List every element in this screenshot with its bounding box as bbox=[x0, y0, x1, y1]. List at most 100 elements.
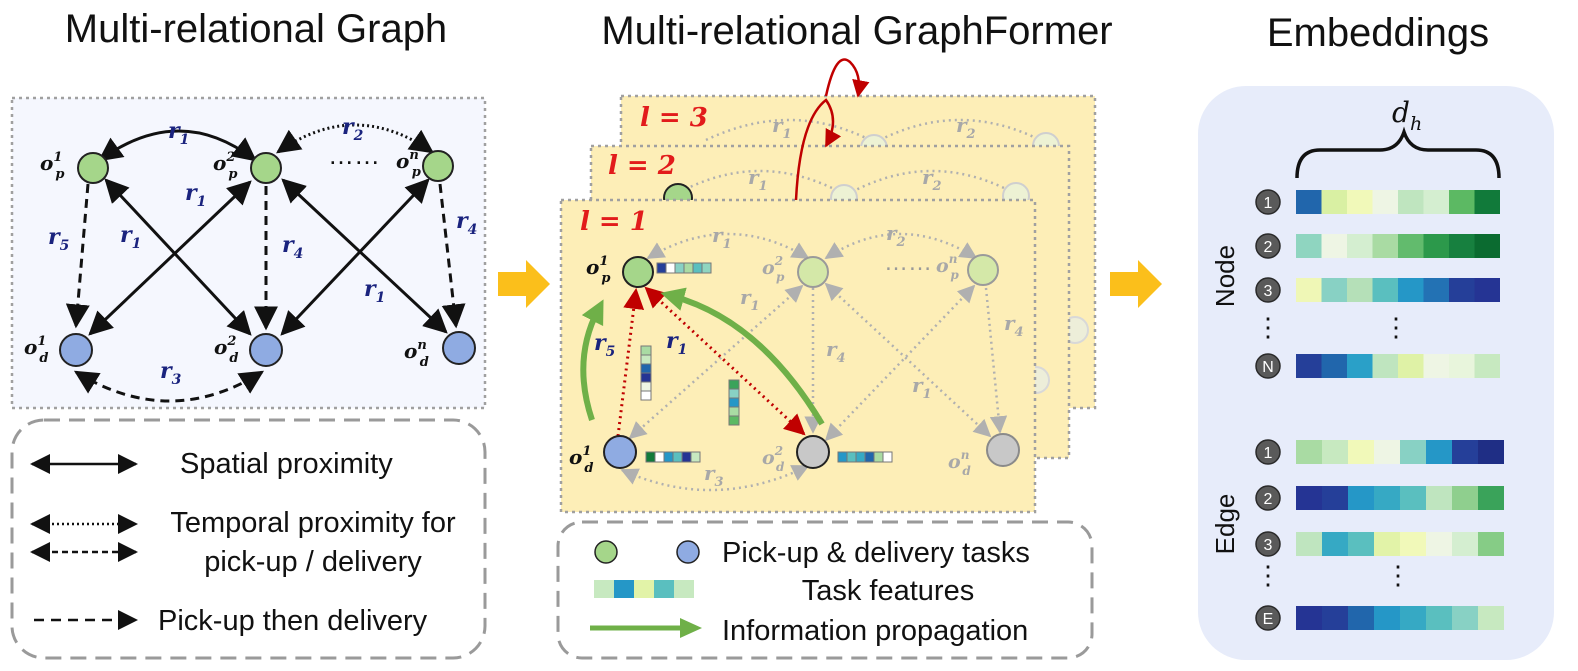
node-embedding-cell bbox=[1449, 190, 1475, 214]
layer-1-node-dn bbox=[986, 433, 1020, 467]
edge-embedding-row: 3 bbox=[1255, 531, 1504, 557]
node-embedding-index-label: N bbox=[1262, 359, 1274, 376]
relation-label-r5: r5 bbox=[48, 224, 69, 254]
node-embedding-cell bbox=[1474, 354, 1500, 378]
edge-r1-p2-p1 bbox=[98, 129, 257, 162]
node-embedding-cell bbox=[1347, 190, 1373, 214]
layer-1-node-d1 bbox=[603, 435, 637, 469]
node-embedding-cell bbox=[1372, 234, 1398, 258]
node-embedding-cell bbox=[1296, 190, 1322, 214]
node-embedding-index-label: 2 bbox=[1264, 239, 1273, 256]
node-embedding-cell bbox=[1321, 190, 1347, 214]
edge-embedding-cell bbox=[1322, 532, 1348, 556]
node-embedding-row: 2 bbox=[1255, 233, 1500, 259]
layer-1-card: l = 1 o1p o2p onp o1d o2d ond …… r1 r2 r… bbox=[559, 198, 1037, 514]
layer-3-relation-r2: r2 bbox=[956, 113, 976, 142]
legend-tasks-label: Pick-up & delivery tasks bbox=[722, 537, 1030, 569]
edge-row-vdots: ⋮ bbox=[1385, 560, 1411, 590]
node-embedding-cell bbox=[1398, 278, 1424, 302]
edge-embedding-index-label: 3 bbox=[1264, 537, 1273, 554]
node-embedding-cell bbox=[1449, 278, 1475, 302]
edge-embedding-cell bbox=[1374, 486, 1400, 510]
layer-1-edge-r1-top bbox=[646, 232, 810, 260]
propagation-arrow-right bbox=[660, 287, 825, 426]
edge-embedding-cell bbox=[1478, 486, 1504, 510]
node-embedding-cell bbox=[1423, 190, 1449, 214]
edge-embedding-cell bbox=[1348, 440, 1374, 464]
node-embedding-row: 3 bbox=[1255, 277, 1500, 303]
graphformer-panel: r1 r2 l = 3 r1 r2 l = 2 bbox=[559, 58, 1097, 514]
node-embedding-row: 1 bbox=[1255, 189, 1500, 215]
layer-1-edge-r2-top bbox=[824, 232, 978, 260]
edge-embedding-cell bbox=[1426, 486, 1452, 510]
legend-temporal-label-1: Temporal proximity for bbox=[170, 507, 456, 539]
relation-label-r1-right: r1 bbox=[364, 276, 385, 306]
edge-embedding-cell bbox=[1296, 486, 1322, 510]
node-embedding-cell bbox=[1296, 234, 1322, 258]
layer-2-relation-r2: r2 bbox=[922, 165, 942, 194]
node-embedding-rows: 1 2 3N bbox=[1255, 189, 1500, 379]
feature-vector-d2 bbox=[837, 451, 893, 463]
edge-embedding-row: 2 bbox=[1255, 485, 1504, 511]
node-embedding-cell bbox=[1372, 354, 1398, 378]
edge-embedding-row: 1 bbox=[1255, 439, 1504, 465]
edge-embedding-cell bbox=[1452, 440, 1478, 464]
edge-embedding-cell bbox=[1322, 486, 1348, 510]
node-row-vdots: ⋮ bbox=[1383, 312, 1409, 342]
relation-label-r1-left: r1 bbox=[120, 222, 141, 252]
embedding-dimension-label: dh bbox=[1392, 96, 1422, 135]
edge-embedding-cell bbox=[1426, 606, 1452, 630]
relation-label-r3: r3 bbox=[160, 358, 182, 388]
propagation-arrow-left bbox=[580, 299, 604, 421]
layer-1-relation-r1-top: r1 bbox=[712, 223, 732, 252]
edge-r3-d1-d2 bbox=[73, 370, 265, 403]
node-embedding-cell bbox=[1398, 234, 1424, 258]
node-embedding-cell bbox=[1449, 354, 1475, 378]
node-index-vdots: ⋮ bbox=[1255, 312, 1281, 342]
edge-embedding-cell bbox=[1296, 440, 1322, 464]
layer-2-relation-r1: r1 bbox=[748, 165, 768, 194]
node-pickup-1 bbox=[77, 152, 109, 184]
edge-embedding-cell bbox=[1400, 606, 1426, 630]
layer-1-node-pn bbox=[967, 254, 999, 286]
node-embedding-cell bbox=[1296, 278, 1322, 302]
edge-embedding-cell bbox=[1348, 606, 1374, 630]
edge-embedding-index-label: 2 bbox=[1264, 491, 1273, 508]
node-embedding-cell bbox=[1449, 234, 1475, 258]
feature-vector-vertical-1 bbox=[640, 345, 652, 401]
edge-embedding-cell bbox=[1348, 532, 1374, 556]
node-group-label: Node bbox=[1210, 245, 1240, 307]
node-embedding-index-badge bbox=[1255, 233, 1281, 259]
edge-r1-p2-d1 bbox=[88, 180, 252, 336]
node-embedding-cell bbox=[1474, 278, 1500, 302]
edge-group-label: Edge bbox=[1210, 494, 1240, 555]
node-delivery-n bbox=[442, 331, 476, 365]
layer-1-edge-r4-pn-dn bbox=[984, 287, 1008, 434]
node-pickup-2 bbox=[250, 152, 282, 184]
node-embedding-cell bbox=[1474, 234, 1500, 258]
layer-2-label: l = 2 bbox=[608, 151, 676, 181]
edge-embedding-cell bbox=[1400, 440, 1426, 464]
layer-recurrence-arrow-1 bbox=[794, 98, 842, 201]
edge-type-legend: Spatial proximity Temporal proximity for… bbox=[10, 418, 487, 660]
legend-propagation-head bbox=[680, 618, 702, 638]
edge-embedding-cell bbox=[1296, 532, 1322, 556]
node-embedding-cell bbox=[1296, 354, 1322, 378]
edge-embedding-cell bbox=[1426, 532, 1452, 556]
layer-1-relation-r1-mid: r1 bbox=[740, 285, 760, 314]
edge-embedding-cell bbox=[1400, 532, 1426, 556]
edge-r2-p2-pn bbox=[276, 123, 434, 154]
middle-title: Multi-relational GraphFormer bbox=[601, 9, 1112, 53]
node-embedding-row: N bbox=[1255, 353, 1500, 379]
